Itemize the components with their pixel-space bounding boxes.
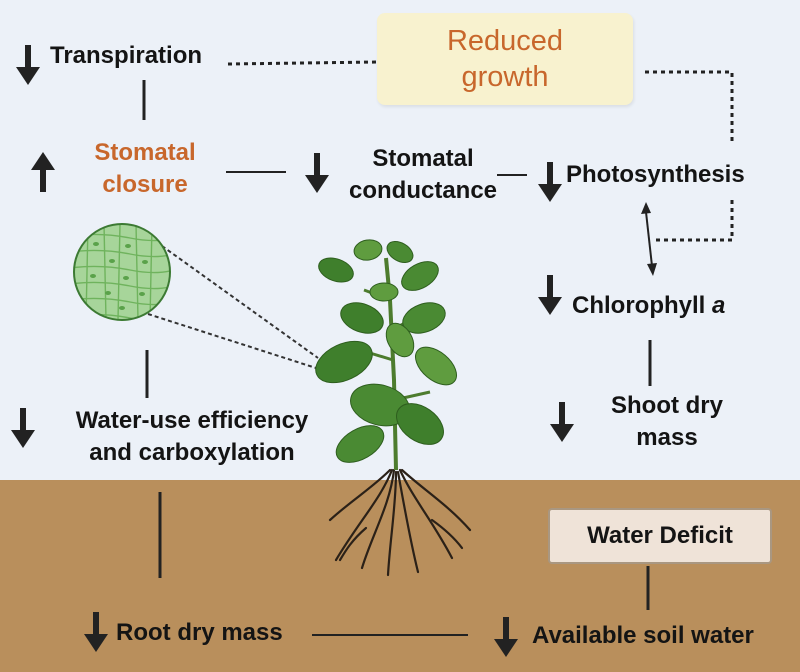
shoot-dry-mass-down-arrow-icon [550,402,574,442]
wue-line1: Water-use efficiency [75,407,309,434]
double-arrow-icon [641,202,657,276]
chlorophyll-text: Chlorophyll [572,292,706,319]
stomatal-closure-line1: Stomatal [94,139,196,166]
plant-illustration [315,239,472,577]
chlorophyll-down-arrow-icon [538,275,562,315]
shoot-dry-mass-line1: Shoot dry [611,392,723,419]
plant-roots [328,468,472,577]
wue-down-arrow-icon [11,408,35,448]
magnifier-line-top [161,245,319,359]
stomatal-closure-line2: closure [102,171,188,198]
available-soil-water-label: Available soil water [532,622,754,649]
wue-label: Water-use efficiency and carboxylation [52,405,332,469]
shoot-dry-mass-label: Shoot dry mass [582,390,752,454]
shoot-dry-mass-line2: mass [636,424,698,451]
plant-leaves [315,239,457,463]
reduced-growth-box: Reduced growth [377,13,633,105]
stomatal-closure-up-arrow-icon [31,152,55,192]
chlorophyll-a-text: a [712,292,726,319]
stomatal-closure-label: Stomatal closure [60,137,230,201]
connector-transpiration-reduced-growth [227,60,378,66]
stomatal-conductance-down-arrow-icon [305,153,329,193]
transpiration-down-arrow-icon [16,45,40,85]
leaf-cells-magnifier [73,223,171,321]
connector-chlorophyll-loop [654,200,734,242]
water-deficit-box: Water Deficit [548,508,772,564]
magnifier-line-bottom [147,313,317,369]
root-dry-mass-down-arrow-icon [84,612,108,652]
connector-reduced-growth-photosynthesis [645,70,734,142]
reduced-growth-line2: growth [461,61,549,93]
photosynthesis-down-arrow-icon [538,162,562,202]
transpiration-label: Transpiration [50,42,203,69]
chlorophyll-label: Chlorophyll a [572,290,725,322]
stomatal-conductance-label: Stomatal conductance [318,143,528,207]
reduced-growth-line1: Reduced [446,25,564,57]
stomatal-conductance-line1: Stomatal [372,145,474,172]
wue-line2: and carboxylation [89,439,295,466]
available-soil-water-down-arrow-icon [494,617,518,657]
photosynthesis-label: Photosynthesis [566,161,745,188]
root-dry-mass-label: Root dry mass [116,619,283,646]
stomatal-conductance-line2: conductance [348,177,498,204]
